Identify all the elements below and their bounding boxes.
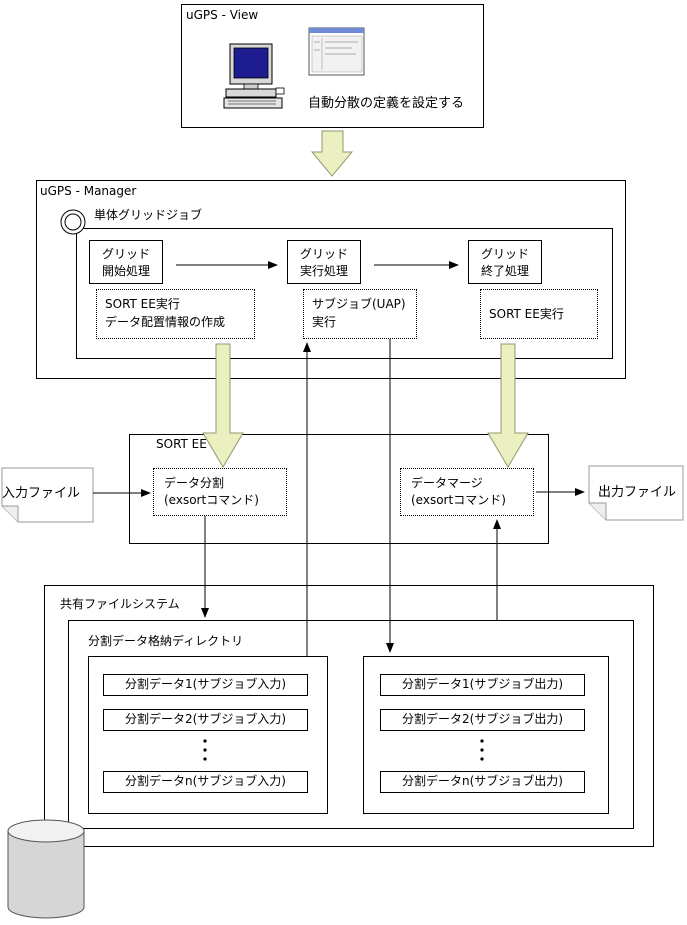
note-sort-ee-end: SORT EE実行 [480, 289, 598, 339]
ugps-manager-title: uGPS - Manager [40, 184, 137, 198]
ugps-view-title: uGPS - View [186, 8, 259, 22]
input-item-2: 分割データ2(サブジョブ入力) [103, 709, 308, 731]
input-item-1: 分割データ1(サブジョブ入力) [103, 674, 308, 696]
shared-fs-title: 共有ファイルシステム [60, 597, 180, 611]
data-merge-box: データマージ (exsortコマンド) [400, 468, 534, 516]
grid-job-label: 単体グリッドジョブ [94, 208, 203, 222]
note-subjob-exec: サブジョブ(UAP) 実行 [303, 289, 417, 339]
view-caption: 自動分散の定義を設定する [308, 96, 465, 111]
step-grid-end: グリッド 終了処理 [468, 240, 542, 284]
output-item-n: 分割データn(サブジョブ出力) [380, 771, 585, 793]
input-item-n: 分割データn(サブジョブ入力) [103, 771, 308, 793]
sort-ee-title: SORT EE [156, 437, 207, 451]
output-item-2: 分割データ2(サブジョブ出力) [380, 709, 585, 731]
input-file-label: 入力ファイル [2, 486, 81, 501]
output-file-label: 出力ファイル [598, 485, 677, 500]
step-grid-start: グリッド 開始処理 [89, 240, 163, 284]
data-split-box: データ分割 (exsortコマンド) [153, 468, 287, 516]
output-item-1: 分割データ1(サブジョブ出力) [380, 674, 585, 696]
note-sort-ee-start: SORT EE実行 データ配置情報の作成 [96, 289, 255, 339]
step-grid-exec: グリッド 実行処理 [287, 240, 361, 284]
big-arrow-view-to-manager [310, 130, 354, 177]
split-dir-title: 分割データ格納ディレクトリ [88, 634, 244, 648]
